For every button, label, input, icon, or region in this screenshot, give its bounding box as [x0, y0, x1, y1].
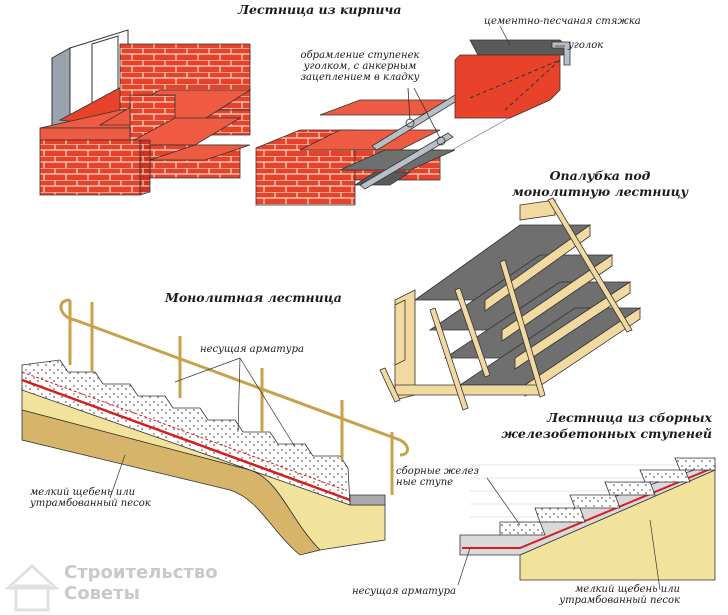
brick-stairs-framing-figure [255, 59, 517, 206]
formwork-figure [379, 197, 642, 411]
watermark-line-1: Строительство [64, 562, 218, 583]
angle-detail-figure [454, 25, 571, 119]
title-monolithic: Монолитная лестница [165, 290, 342, 305]
label-angle: уголок [568, 40, 604, 51]
title-precast: Лестница из сборных железобетонных ступе… [501, 410, 713, 441]
monolithic-stairs-figure [21, 298, 409, 556]
label-precast-steps: сборные желез ные ступе [396, 466, 479, 488]
watermark-text: Строительство Советы [64, 562, 218, 604]
label-screed: цементно-песчаная стяжка [484, 16, 641, 27]
label-load-rebar-monolithic: несущая арматура [200, 344, 304, 355]
title-brick-stairs: Лестница из кирпича [238, 2, 402, 17]
label-step-framing: обрамление ступенек уголком, с анкерным … [300, 50, 420, 83]
watermark-house-icon [4, 563, 60, 612]
label-gravel-monolithic: мелкий щебень или утрамбованный песок [30, 487, 151, 509]
label-load-rebar-precast: несущая арматура [352, 586, 456, 597]
label-gravel-precast: мелкий щебень или утрамбованный песок [559, 584, 680, 606]
title-formwork: Опалубка под монолитную лестницу [511, 168, 689, 199]
watermark-line-2: Советы [64, 583, 140, 604]
precast-stairs-figure [457, 455, 716, 591]
brick-stairs-figure [39, 29, 252, 196]
